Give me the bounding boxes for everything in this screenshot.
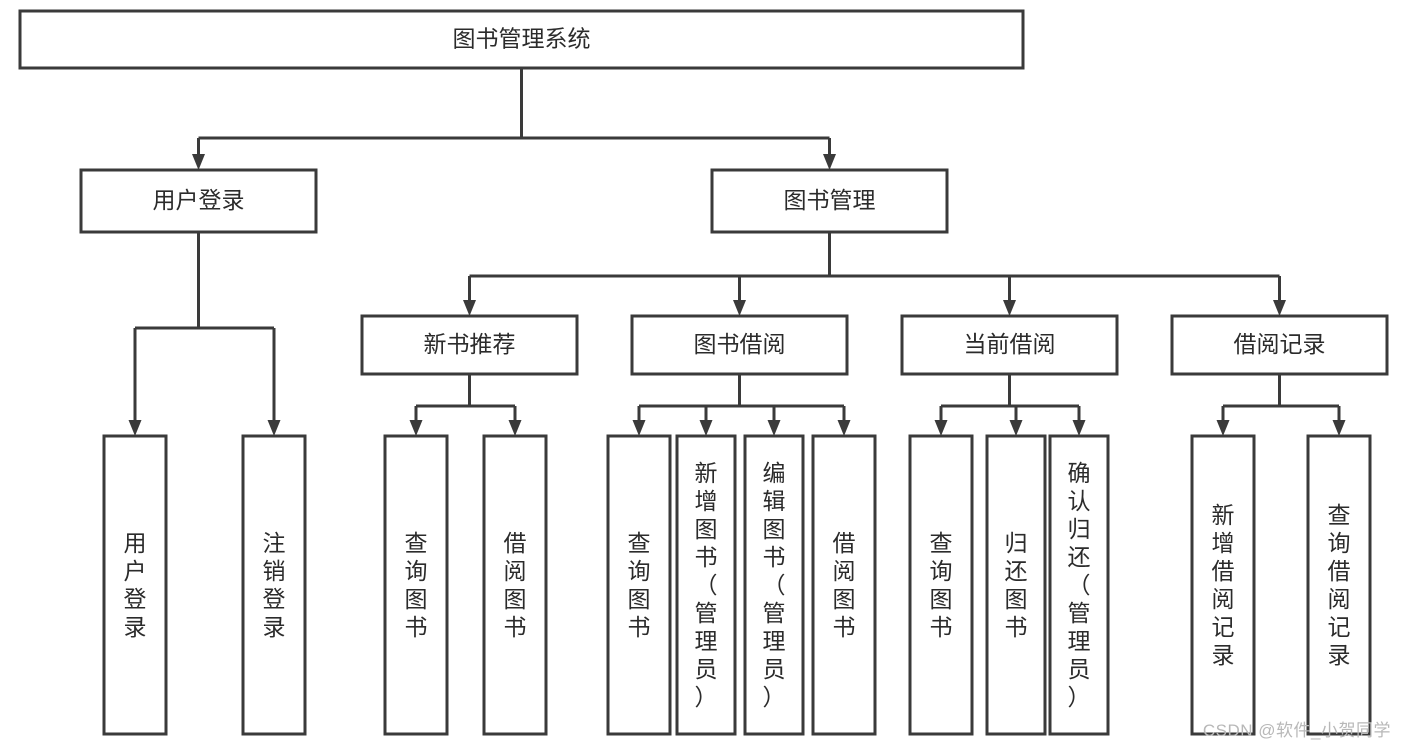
node-new-book-recommend[interactable]: 新书推荐	[360, 314, 579, 376]
node-box-borrow-book-1	[482, 434, 548, 736]
node-return-book[interactable]: 归还图书	[985, 434, 1047, 736]
book-borrow-to-leaves-arrow-2	[767, 420, 781, 436]
bookmanage-to-level3-arrow-2	[1003, 300, 1016, 316]
node-box-borrow-book-2	[811, 434, 877, 736]
node-label-add-borrow-record: 新增借阅记录	[1212, 502, 1235, 668]
node-box-user-logout	[241, 434, 307, 736]
node-box-query-book-3	[908, 434, 974, 736]
node-borrow-book-2[interactable]: 借阅图书	[811, 434, 877, 736]
root-to-level2-arrow-1	[823, 154, 836, 170]
nodes-layer: 图书管理系统用户登录图书管理新书推荐图书借阅当前借阅借阅记录用户登录注销登录查询…	[18, 9, 1389, 736]
node-label-root: 图书管理系统	[453, 26, 591, 52]
node-add-book[interactable]: 新增图书（管理员）	[675, 434, 737, 736]
node-box-query-book-1	[383, 434, 449, 736]
node-box-add-borrow-record	[1190, 434, 1256, 736]
node-label-user-login-do: 用户登录	[124, 530, 147, 640]
node-label-confirm-return: 确认归还（管理员）	[1068, 460, 1091, 710]
userlogin-to-leaves-arrow-1	[267, 420, 281, 436]
new-book-recommend-to-leaves-arrow-0	[409, 420, 423, 436]
node-label-current-borrow: 当前借阅	[964, 331, 1056, 357]
connectors-layer	[128, 68, 1346, 436]
node-query-book-1[interactable]: 查询图书	[383, 434, 449, 736]
current-borrow-to-leaves-arrow-0	[934, 420, 948, 436]
node-label-new-book-recommend: 新书推荐	[424, 331, 516, 357]
node-label-borrow-book-1: 借阅图书	[504, 530, 527, 640]
book-borrow-to-leaves-arrow-0	[632, 420, 646, 436]
node-label-query-book-3: 查询图书	[930, 530, 953, 640]
new-book-recommend-to-leaves-arrow-1	[508, 420, 522, 436]
node-box-query-book-2	[606, 434, 672, 736]
node-root[interactable]: 图书管理系统	[18, 9, 1025, 70]
userlogin-to-leaves-arrow-0	[128, 420, 142, 436]
bookmanage-to-level3-arrow-3	[1273, 300, 1286, 316]
node-user-login[interactable]: 用户登录	[79, 168, 318, 234]
book-borrow-to-leaves-arrow-1	[699, 420, 713, 436]
node-box-confirm-return	[1048, 434, 1110, 736]
node-borrow-book-1[interactable]: 借阅图书	[482, 434, 548, 736]
node-box-book-borrow	[630, 314, 849, 376]
node-label-user-login: 用户登录	[153, 187, 245, 213]
borrow-record-to-leaves-arrow-0	[1216, 420, 1230, 436]
book-borrow-to-leaves-arrow-3	[837, 420, 851, 436]
node-book-borrow[interactable]: 图书借阅	[630, 314, 849, 376]
node-label-add-book: 新增图书（管理员）	[695, 460, 718, 710]
node-label-user-logout: 注销登录	[263, 530, 286, 640]
node-box-add-book	[675, 434, 737, 736]
node-label-borrow-book-2: 借阅图书	[833, 530, 856, 640]
node-user-login-do[interactable]: 用户登录	[102, 434, 168, 736]
node-box-root	[18, 9, 1025, 70]
node-box-book-manage	[710, 168, 949, 234]
bookmanage-to-level3-arrow-1	[733, 300, 746, 316]
root-to-level2-arrow-0	[192, 154, 205, 170]
node-box-edit-book	[743, 434, 805, 736]
node-query-borrow-record[interactable]: 查询借阅记录	[1306, 434, 1372, 736]
csdn-watermark: CSDN @软件_小贺同学	[1202, 721, 1391, 740]
node-borrow-record[interactable]: 借阅记录	[1170, 314, 1389, 376]
node-label-borrow-record: 借阅记录	[1234, 331, 1326, 357]
node-box-new-book-recommend	[360, 314, 579, 376]
node-label-query-book-2: 查询图书	[628, 530, 651, 640]
node-edit-book[interactable]: 编辑图书（管理员）	[743, 434, 805, 736]
node-label-query-book-1: 查询图书	[405, 530, 428, 640]
node-label-book-manage: 图书管理	[784, 187, 876, 213]
node-confirm-return[interactable]: 确认归还（管理员）	[1048, 434, 1110, 736]
node-query-book-2[interactable]: 查询图书	[606, 434, 672, 736]
node-user-logout[interactable]: 注销登录	[241, 434, 307, 736]
node-current-borrow[interactable]: 当前借阅	[900, 314, 1119, 376]
current-borrow-to-leaves-arrow-2	[1072, 420, 1086, 436]
node-box-user-login-do	[102, 434, 168, 736]
borrow-record-to-leaves-arrow-1	[1332, 420, 1346, 436]
bookmanage-to-level3-arrow-0	[463, 300, 476, 316]
node-box-user-login	[79, 168, 318, 234]
node-box-borrow-record	[1170, 314, 1389, 376]
node-label-book-borrow: 图书借阅	[694, 331, 786, 357]
node-query-book-3[interactable]: 查询图书	[908, 434, 974, 736]
node-add-borrow-record[interactable]: 新增借阅记录	[1190, 434, 1256, 736]
node-label-edit-book: 编辑图书（管理员）	[763, 460, 786, 710]
node-box-current-borrow	[900, 314, 1119, 376]
current-borrow-to-leaves-arrow-1	[1009, 420, 1023, 436]
node-label-query-borrow-record: 查询借阅记录	[1328, 502, 1351, 668]
node-box-return-book	[985, 434, 1047, 736]
node-box-query-borrow-record	[1306, 434, 1372, 736]
node-book-manage[interactable]: 图书管理	[710, 168, 949, 234]
node-label-return-book: 归还图书	[1005, 530, 1028, 640]
